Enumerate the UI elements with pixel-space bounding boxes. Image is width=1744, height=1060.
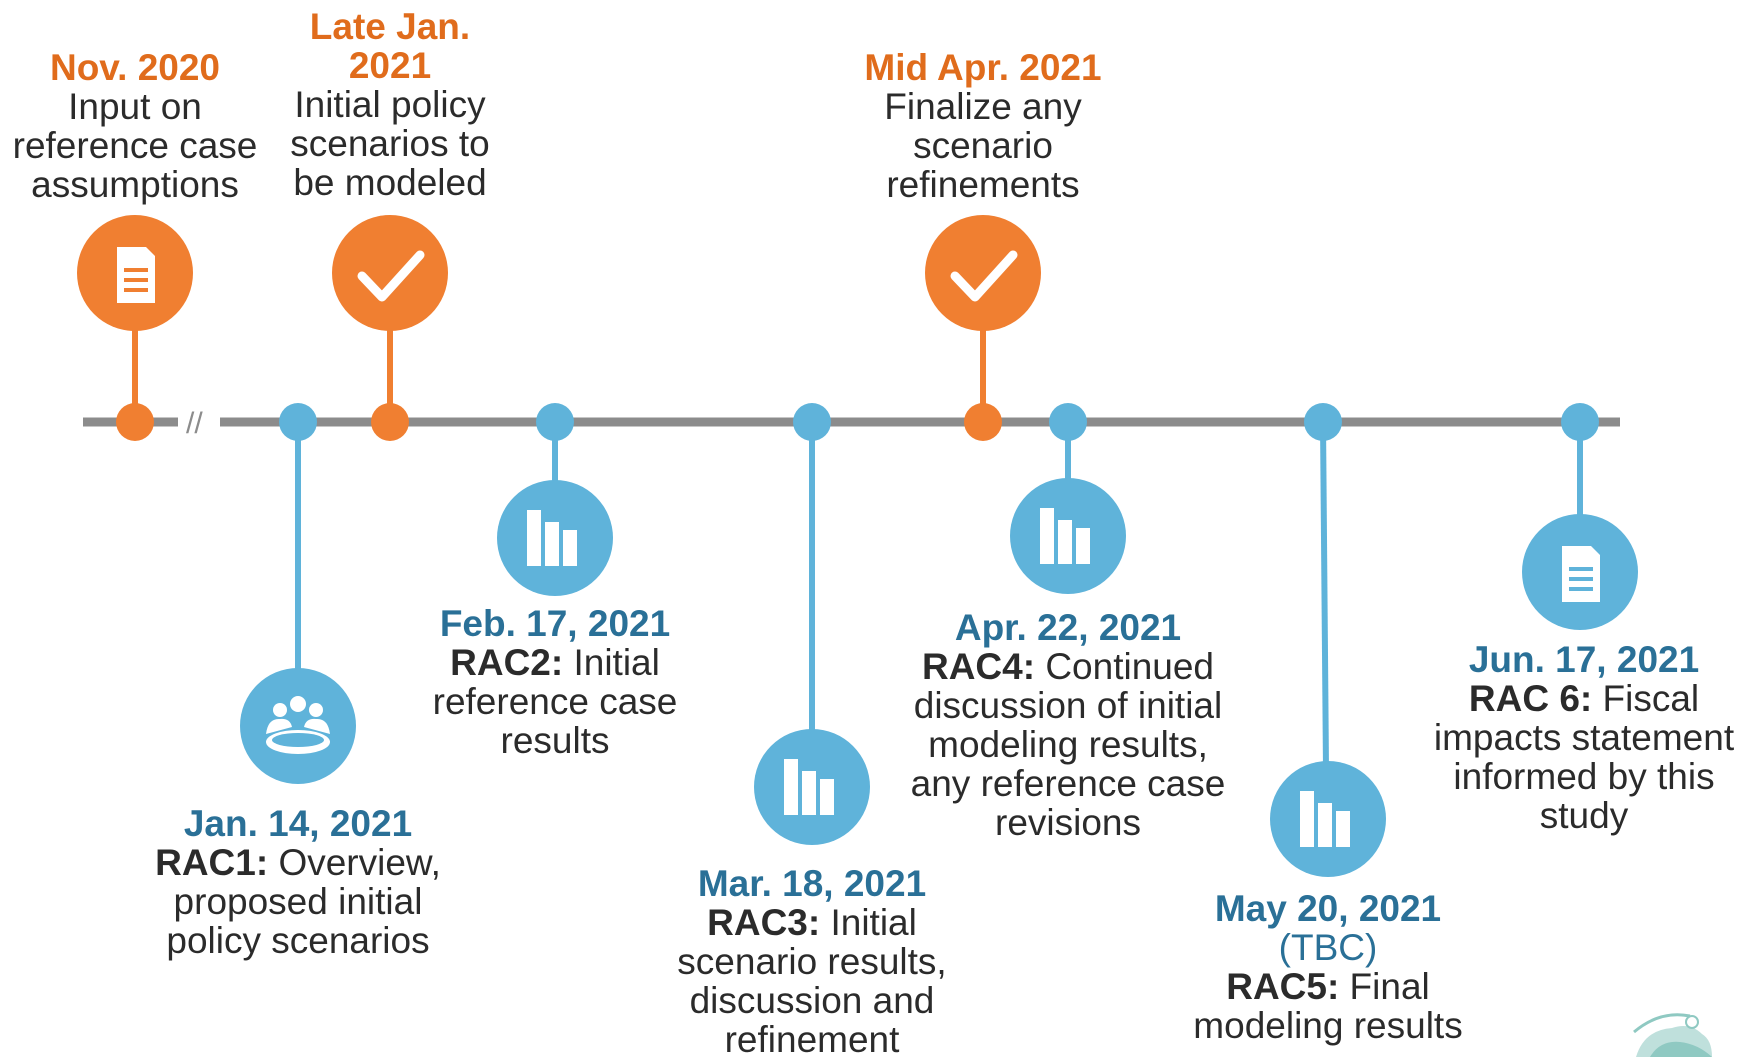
event-rac-label: RAC1: [155, 842, 269, 883]
checkmark-icon [332, 215, 448, 331]
event-description: Initial scenario results, discussion and… [677, 902, 947, 1060]
event-rac-label: RAC2: [450, 642, 564, 683]
document-icon [1522, 514, 1638, 630]
event-date: Nov. 2020 [49, 47, 221, 88]
event-date: Apr. 22, 2021 [954, 607, 1182, 648]
axis-break-gap [178, 412, 220, 432]
event-apr-22-2021: Apr. 22, 2021 RAC4: Continued discussion… [888, 608, 1248, 842]
axis-dot-nov-2020 [116, 403, 154, 441]
axis-dot-jan-14-2021 [279, 403, 317, 441]
event-feb-17-2021: Feb. 17, 2021 RAC2: Initial reference ca… [405, 604, 705, 760]
event-may-20-2021: May 20, 2021 (TBC) RAC5: Final modeling … [1168, 889, 1488, 1045]
connector-may-20-2021 [1320, 421, 1329, 771]
event-jan-14-2021: Jan. 14, 2021 RAC1: Overview, proposed i… [138, 804, 458, 960]
event-date: Mid Apr. 2021 [864, 47, 1102, 88]
event-description: Finalize any scenario refinements [884, 86, 1082, 205]
event-description: Continued discussion of initial modeling… [910, 646, 1226, 843]
event-description: Input on reference case assumptions [12, 86, 258, 205]
event-mid-apr-2021: Mid Apr. 2021 Finalize any scenario refi… [843, 48, 1123, 204]
axis-dot-mar-18-2021 [793, 403, 831, 441]
event-rac-label: RAC4: [921, 646, 1036, 687]
axis-dot-late-jan-2021 [371, 403, 409, 441]
document-icon [77, 215, 193, 331]
axis-break-mark: // [186, 407, 203, 440]
bar-chart-icon [1010, 478, 1126, 594]
event-date: Jan. 14, 2021 [183, 803, 413, 844]
event-mar-18-2021: Mar. 18, 2021 RAC3: Initial scenario res… [647, 864, 977, 1059]
axis-dot-feb-17-2021 [536, 403, 574, 441]
axis-dot-may-20-2021 [1304, 403, 1342, 441]
event-nov-2020: Nov. 2020 Input on reference case assump… [0, 48, 270, 204]
event-rac-label: RAC5: [1226, 966, 1340, 1007]
logo-icon [1633, 1013, 1712, 1057]
axis-dot-jun-17-2021 [1561, 403, 1599, 441]
event-description: Initial policy scenarios to be modeled [290, 84, 490, 203]
event-date: Mar. 18, 2021 [697, 863, 927, 904]
axis-dot-mid-apr-2021 [964, 403, 1002, 441]
bar-chart-icon [1270, 761, 1386, 877]
people-icon [240, 668, 356, 784]
event-date: Jun. 17, 2021 [1468, 639, 1700, 680]
checkmark-icon [925, 215, 1041, 331]
axis-dot-apr-22-2021 [1049, 403, 1087, 441]
event-late-jan-2021: Late Jan. 2021 Initial policy scenarios … [270, 7, 510, 202]
event-rac-label: RAC 6: [1468, 678, 1593, 719]
event-rac-label: RAC3: [707, 902, 821, 943]
event-description: Initial reference case results [432, 642, 678, 761]
bar-chart-icon [497, 480, 613, 596]
event-date: Late Jan. 2021 [309, 6, 471, 86]
event-description: Overview, proposed initial policy scenar… [166, 842, 441, 961]
event-date: May 20, 2021 [1214, 888, 1442, 929]
event-description: Final modeling results [1193, 966, 1463, 1046]
event-description: Fiscal impacts statement informed by thi… [1433, 678, 1735, 836]
event-jun-17-2021: Jun. 17, 2021 RAC 6: Fiscal impacts stat… [1424, 640, 1744, 835]
event-date: Feb. 17, 2021 [439, 603, 671, 644]
event-tbc: (TBC) [1278, 927, 1378, 968]
bar-chart-icon [754, 729, 870, 845]
